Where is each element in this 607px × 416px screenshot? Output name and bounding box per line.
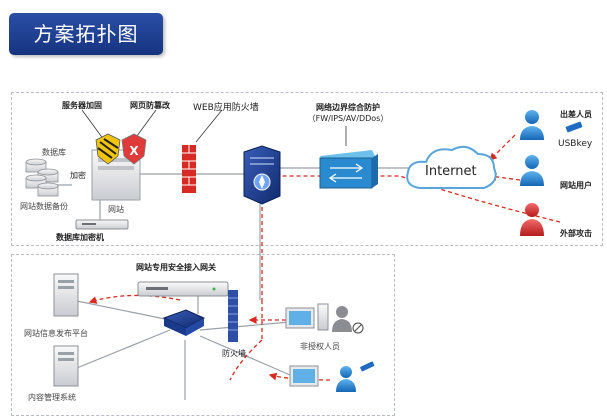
- unauthorized-person-icon: [332, 306, 364, 334]
- authorized-person-icon: [336, 361, 375, 392]
- usbkey-icon: [565, 121, 583, 133]
- db-encryptor-label: 数据库加密机: [56, 233, 104, 242]
- unauthorized-pc-icon: [285, 303, 329, 331]
- gateway-appliance-icon: [137, 281, 229, 297]
- database-icon: [25, 158, 59, 197]
- internet-cloud-icon: [406, 145, 497, 189]
- encrypt-label: 加密: [70, 171, 86, 180]
- website-label: 网站: [108, 205, 124, 214]
- top-zone: [11, 92, 603, 246]
- server-harden-label: 服务器加固: [62, 101, 102, 110]
- content-mgmt-server-icon: [53, 345, 79, 387]
- site-user-person-icon: [520, 155, 544, 186]
- server-harden-shield-icon: [95, 133, 121, 165]
- title-banner: 方案拓扑图: [9, 13, 163, 55]
- web-tamper-label: 网页防篡改: [130, 101, 170, 110]
- access-switch-icon: [162, 309, 206, 336]
- traveler-label: 出差人员: [560, 110, 592, 119]
- border-defense-sub-label: （FW/IPS/AV/DDos）: [307, 114, 389, 123]
- core-switch-icon: [243, 145, 281, 205]
- content-mgmt-label: 内容管理系统: [28, 393, 76, 402]
- site-user-label: 网站用户: [560, 181, 592, 190]
- border-defense-icon: [319, 150, 378, 189]
- authorized-pc-icon: [289, 365, 319, 387]
- database-label: 数据库: [42, 148, 66, 157]
- backup-label: 网站数据备份: [20, 202, 68, 211]
- website-server-icon: [91, 149, 141, 201]
- gateway-label: 网站专用安全接入网关: [136, 263, 216, 272]
- publish-label: 网站信息发布平台: [24, 329, 88, 338]
- tamper-shield-icon: X: [121, 133, 147, 165]
- web-fw-label: WEB应用防火墙: [193, 103, 259, 113]
- page-title: 方案拓扑图: [33, 22, 139, 46]
- border-defense-label: 网络边界综合防护: [316, 103, 380, 112]
- traveler-person-icon: [520, 110, 544, 140]
- svg-text:X: X: [129, 144, 139, 158]
- attacker-label: 外部攻击: [560, 229, 592, 238]
- usbkey-label: USBkey: [558, 139, 593, 149]
- firewall-label: 防火墙: [222, 349, 246, 358]
- publish-platform-server-icon: [53, 273, 79, 317]
- topology-graphics: X: [25, 109, 583, 400]
- internet-label: Internet: [425, 164, 477, 179]
- web-firewall-icon: [182, 145, 196, 193]
- attacker-person-icon: [520, 203, 544, 236]
- db-encryptor-icon: [75, 219, 129, 230]
- unauthorized-label: 非授权人员: [300, 342, 340, 351]
- firewall-icon: [228, 290, 238, 342]
